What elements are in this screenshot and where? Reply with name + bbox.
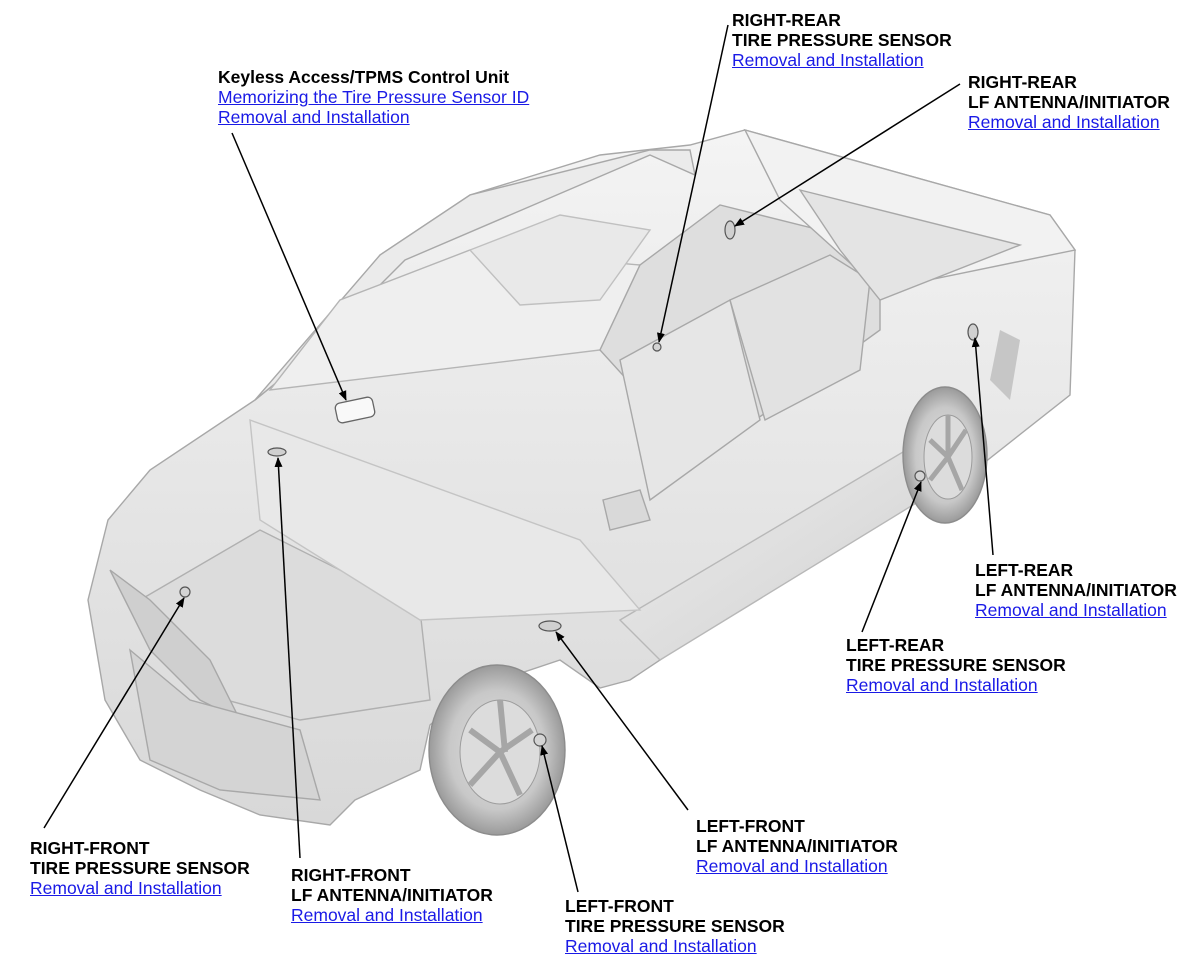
link-removal-installation[interactable]: Removal and Installation <box>732 50 924 70</box>
callout-title-line2: LF ANTENNA/INITIATOR <box>975 580 1177 600</box>
rear-left-wheel <box>902 386 988 524</box>
truck-body <box>87 128 1077 826</box>
control-unit-icon <box>334 396 376 424</box>
callout-right-front-lf: RIGHT-FRONT LF ANTENNA/INITIATOR Removal… <box>291 865 493 925</box>
callout-right-front-tps: RIGHT-FRONT TIRE PRESSURE SENSOR Removal… <box>30 838 250 898</box>
callout-title: Keyless Access/TPMS Control Unit <box>218 67 510 87</box>
callout-title-line2: TIRE PRESSURE SENSOR <box>846 655 1066 675</box>
link-removal-installation[interactable]: Removal and Installation <box>30 878 222 898</box>
callout-left-rear-lf: LEFT-REAR LF ANTENNA/INITIATOR Removal a… <box>975 560 1177 620</box>
leader-right-front-tps <box>43 597 185 829</box>
callout-title-line2: LF ANTENNA/INITIATOR <box>291 885 493 905</box>
link-memorizing-sensor-id[interactable]: Memorizing the Tire Pressure Sensor ID <box>218 87 530 107</box>
callout-title-line2: TIRE PRESSURE SENSOR <box>30 858 250 878</box>
link-removal-installation[interactable]: Removal and Installation <box>696 856 888 876</box>
callout-right-rear-lf: RIGHT-REAR LF ANTENNA/INITIATOR Removal … <box>968 72 1170 132</box>
leader-keyless-unit <box>231 132 347 401</box>
tpms-sensor-icon <box>179 342 926 747</box>
link-removal-installation[interactable]: Removal and Installation <box>218 107 410 127</box>
lf-antenna-icon <box>267 220 979 632</box>
leader-left-front-tps <box>540 745 579 893</box>
callout-right-rear-tps: RIGHT-REAR TIRE PRESSURE SENSOR Removal … <box>732 10 952 70</box>
callout-keyless-unit: Keyless Access/TPMS Control Unit Memoriz… <box>218 67 529 127</box>
callout-title-line2: TIRE PRESSURE SENSOR <box>732 30 952 50</box>
leader-right-rear-tps <box>657 24 729 343</box>
leader-lines <box>43 24 994 893</box>
callout-title-line1: RIGHT-REAR <box>968 72 1077 92</box>
leader-left-rear-tps <box>861 481 922 633</box>
link-removal-installation[interactable]: Removal and Installation <box>846 675 1038 695</box>
link-removal-installation[interactable]: Removal and Installation <box>968 112 1160 132</box>
callout-title-line1: LEFT-REAR <box>975 560 1074 580</box>
callout-title-line2: LF ANTENNA/INITIATOR <box>696 836 898 856</box>
callout-title-line2: TIRE PRESSURE SENSOR <box>565 916 785 936</box>
callout-title-line1: RIGHT-FRONT <box>291 865 411 885</box>
link-removal-installation[interactable]: Removal and Installation <box>291 905 483 925</box>
front-left-wheel <box>428 664 566 836</box>
leader-right-front-lf <box>274 457 301 859</box>
callout-title-line1: RIGHT-REAR <box>732 10 841 30</box>
callout-left-front-tps: LEFT-FRONT TIRE PRESSURE SENSOR Removal … <box>565 896 785 956</box>
callout-title-line1: LEFT-FRONT <box>696 816 805 836</box>
callout-left-rear-tps: LEFT-REAR TIRE PRESSURE SENSOR Removal a… <box>846 635 1066 695</box>
callout-left-front-lf: LEFT-FRONT LF ANTENNA/INITIATOR Removal … <box>696 816 898 876</box>
leader-left-rear-lf <box>971 337 994 556</box>
callout-title-line1: LEFT-FRONT <box>565 896 674 916</box>
link-removal-installation[interactable]: Removal and Installation <box>975 600 1167 620</box>
callout-title-line1: LEFT-REAR <box>846 635 945 655</box>
callout-title-line2: LF ANTENNA/INITIATOR <box>968 92 1170 112</box>
leader-left-front-lf <box>555 631 689 811</box>
callout-title-line1: RIGHT-FRONT <box>30 838 150 858</box>
link-removal-installation[interactable]: Removal and Installation <box>565 936 757 956</box>
leader-right-rear-lf <box>734 83 961 227</box>
